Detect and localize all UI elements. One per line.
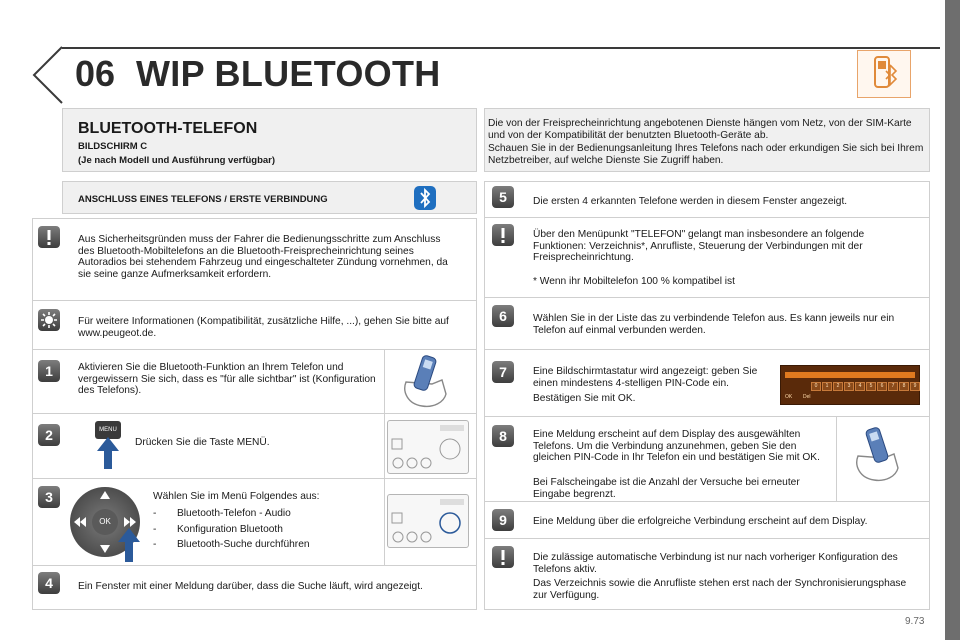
keypad-digit[interactable]: 4 bbox=[855, 382, 865, 391]
step-9-badge: 9 bbox=[492, 509, 514, 531]
connect-heading: ANSCHLUSS EINES TELEFONS / ERSTE VERBIND… bbox=[78, 194, 328, 205]
divider bbox=[32, 349, 477, 350]
page-edge-bar bbox=[945, 0, 960, 640]
column-separator bbox=[384, 349, 385, 565]
section-header-panel bbox=[62, 108, 477, 172]
divider bbox=[484, 349, 930, 350]
step-1-text: Aktivieren Sie die Bluetooth-Funktion an… bbox=[78, 362, 376, 397]
step-1-badge: 1 bbox=[38, 360, 60, 382]
keypad-digit[interactable]: 8 bbox=[899, 382, 909, 391]
divider bbox=[484, 217, 930, 218]
up-arrow-icon bbox=[118, 528, 140, 562]
step-2-text: Drücken Sie die Taste MENÜ. bbox=[135, 437, 270, 448]
keypad-digit[interactable]: 2 bbox=[833, 382, 843, 391]
intro-paragraph-2: Schauen Sie in der Bedienungsanleitung I… bbox=[488, 143, 924, 166]
keypad-digit[interactable]: 7 bbox=[888, 382, 898, 391]
final-paragraph-2: Das Verzeichnis sowie die Anrufliste ste… bbox=[533, 578, 907, 601]
telefon-menu-text: Über den Menüpunkt "TELEFON" gelangt man… bbox=[533, 229, 865, 264]
keypad-digit[interactable]: 3 bbox=[844, 382, 854, 391]
keypad-digit[interactable]: 0 bbox=[811, 382, 821, 391]
intro-panel bbox=[484, 108, 930, 172]
list-item: -Bluetooth-Suche durchführen bbox=[153, 539, 310, 551]
tip-text: Für weitere Informationen (Kompatibilitä… bbox=[78, 316, 449, 339]
column-separator bbox=[836, 416, 837, 501]
step-2-badge: 2 bbox=[38, 424, 60, 446]
divider bbox=[484, 538, 930, 539]
bluetooth-phone-icon bbox=[857, 50, 911, 98]
divider bbox=[32, 300, 477, 301]
warning-icon bbox=[492, 546, 514, 568]
step-4-badge: 4 bbox=[38, 572, 60, 594]
warning-text: Aus Sicherheitsgründen muss der Fahrer d… bbox=[78, 234, 448, 280]
section-subnote: (Je nach Modell und Ausführung verfügbar… bbox=[78, 155, 276, 166]
divider bbox=[484, 416, 930, 417]
ok-button[interactable]: OK bbox=[92, 509, 118, 535]
divider bbox=[484, 501, 930, 502]
step-3-list: -Bluetooth-Telefon - Audio -Konfiguratio… bbox=[153, 508, 373, 551]
step-5-text: Die ersten 4 erkannten Telefone werden i… bbox=[533, 196, 848, 207]
list-item: -Konfiguration Bluetooth bbox=[153, 523, 283, 535]
step-8-note: Bei Falscheingabe ist die Anzahl der Ver… bbox=[533, 477, 800, 500]
phone-in-hand-illustration bbox=[856, 427, 899, 482]
keypad-digit[interactable]: 5 bbox=[866, 382, 876, 391]
step-5-badge: 5 bbox=[492, 186, 514, 208]
keypad-ok[interactable]: OK bbox=[785, 394, 793, 400]
step-3-badge: 3 bbox=[38, 486, 60, 508]
step-3-intro: Wählen Sie im Menü Folgendes aus: bbox=[153, 491, 320, 502]
step-8-badge: 8 bbox=[492, 425, 514, 447]
page-number: 9.73 bbox=[905, 616, 925, 627]
keypad-digit[interactable]: 9 bbox=[910, 382, 920, 391]
chapter-number: 06 bbox=[75, 53, 116, 94]
step-4-text: Ein Fenster mit einer Meldung darüber, d… bbox=[78, 581, 423, 592]
divider bbox=[484, 297, 930, 298]
header-chevron bbox=[32, 46, 63, 104]
connect-heading-panel bbox=[62, 181, 477, 214]
tip-icon bbox=[38, 309, 60, 331]
pin-entry-bar bbox=[785, 372, 915, 378]
up-arrow-icon bbox=[97, 437, 119, 469]
keypad-digit[interactable]: 1 bbox=[822, 382, 832, 391]
section-subtitle: BILDSCHIRM C bbox=[78, 141, 148, 152]
step-7-confirm: Bestätigen Sie mit OK. bbox=[533, 393, 636, 404]
step-6-badge: 6 bbox=[492, 305, 514, 327]
compatibility-note: * Wenn ihr Mobiltelefon 100 % kompatibel… bbox=[533, 276, 735, 287]
final-paragraph-1: Die zulässige automatische Verbindung is… bbox=[533, 552, 898, 575]
step-8-text: Eine Meldung erscheint auf dem Display d… bbox=[533, 429, 820, 464]
divider bbox=[32, 565, 477, 566]
phone-in-hand-illustration bbox=[404, 355, 447, 408]
header-rule bbox=[62, 47, 940, 105]
step-7-badge: 7 bbox=[492, 361, 514, 383]
warning-icon bbox=[492, 224, 514, 246]
list-item: -Bluetooth-Telefon - Audio bbox=[153, 508, 291, 519]
radio-unit-illustration bbox=[387, 420, 469, 474]
keypad-digit[interactable]: 6 bbox=[877, 382, 887, 391]
section-title: BLUETOOTH-TELEFON bbox=[78, 120, 258, 137]
keypad-del[interactable]: Del bbox=[803, 394, 811, 400]
menu-key[interactable]: MENU bbox=[95, 421, 121, 439]
divider bbox=[32, 413, 477, 414]
step-6-text: Wählen Sie in der Liste das zu verbinden… bbox=[533, 313, 895, 336]
intro-paragraph-1: Die von der Freisprecheinrichtung angebo… bbox=[488, 118, 912, 141]
warning-icon bbox=[38, 226, 60, 248]
step-9-text: Eine Meldung über die erfolgreiche Verbi… bbox=[533, 516, 868, 527]
radio-unit-illustration bbox=[387, 494, 469, 548]
page-title: WIP BLUETOOTH bbox=[136, 53, 441, 94]
bluetooth-icon bbox=[414, 186, 436, 210]
step-7-text: Eine Bildschirmtastatur wird angezeigt: … bbox=[533, 366, 758, 389]
divider bbox=[32, 478, 477, 479]
